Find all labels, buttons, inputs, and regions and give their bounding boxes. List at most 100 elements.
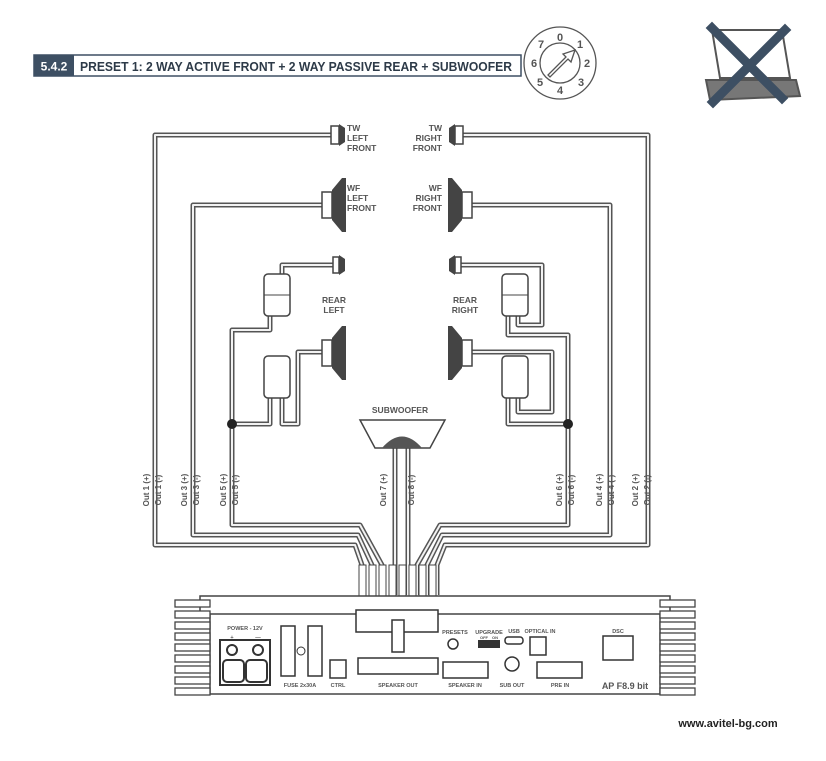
website-link[interactable]: www.avitel-bg.com — [677, 718, 777, 730]
crossover-rear-right-lower — [501, 355, 529, 399]
label-optical-in: OPTICAL IN — [524, 629, 555, 635]
wire-ferrule — [418, 564, 427, 598]
label-sub-out: SUB OUT — [500, 683, 525, 689]
heatsink-fin — [174, 621, 211, 630]
power-terminal — [219, 639, 271, 686]
fuse-holders — [280, 625, 323, 677]
speaker-out-connector — [355, 609, 439, 675]
optical-in-port[interactable] — [529, 636, 547, 656]
label-rear: REAR — [453, 295, 477, 305]
tweeter-left-front — [330, 124, 345, 146]
label-front: FRONT — [413, 203, 443, 213]
ctrl-connector — [329, 659, 347, 679]
wire-ferrule — [398, 564, 407, 598]
label-usb: USB — [508, 629, 520, 635]
speaker-wire — [232, 398, 273, 427]
preset-dial-icon: 0 1 2 3 4 5 6 7 — [523, 26, 597, 100]
label-presets: PRESETS — [442, 630, 468, 636]
label-ctrl: CTRL — [331, 683, 346, 689]
heatsink-fin — [174, 599, 211, 608]
wire-ferrule — [428, 564, 437, 598]
wire-ferrule — [358, 564, 367, 598]
junction-left — [227, 419, 237, 429]
sub-out-rca[interactable] — [504, 656, 520, 672]
heatsink-fin — [659, 676, 696, 685]
dial-number: 5 — [537, 77, 543, 89]
dial-number: 1 — [577, 39, 583, 51]
crossover-rear-left-upper — [263, 273, 291, 317]
pre-in-connector — [536, 661, 583, 679]
heatsink-fin — [174, 610, 211, 619]
dsc-port[interactable] — [602, 635, 634, 661]
wire-ferrule — [368, 564, 377, 598]
output-label: Out 5 (-) — [231, 474, 240, 505]
presets-knob[interactable] — [447, 638, 459, 650]
laptop-crossed-icon — [704, 21, 802, 109]
label-upgrade: UPGRADE — [475, 630, 503, 636]
heatsink-fin — [659, 665, 696, 674]
section-header: 5.4.2 PRESET 1: 2 WAY ACTIVE FRONT + 2 W… — [33, 54, 522, 77]
output-label: Out 3 (-) — [192, 474, 201, 505]
label-power: POWER - 12V — [227, 626, 263, 632]
wires — [152, 132, 651, 598]
speaker-wire — [232, 398, 271, 425]
heatsink-fin — [174, 687, 211, 696]
label-minus: — — [255, 635, 261, 641]
label-wf: WF — [347, 183, 360, 193]
amplifier: POWER - 12V + — FUSE 2x30A CTRL SPEAKER … — [174, 595, 696, 696]
crossover-rear-right-upper — [501, 273, 529, 317]
label-right: RIGHT — [416, 133, 443, 143]
wire-ferrule — [388, 564, 397, 598]
output-label: Out 2 (+) — [631, 473, 640, 506]
usb-port[interactable] — [504, 636, 524, 645]
speaker-wire — [472, 351, 553, 413]
dial-number: 2 — [584, 58, 590, 70]
label-tw: TW — [347, 123, 361, 133]
label-right: RIGHT — [452, 305, 479, 315]
tweeter-right-front — [449, 124, 464, 146]
page-title: PRESET 1: 2 WAY ACTIVE FRONT + 2 WAY PAS… — [80, 60, 512, 74]
output-label: Out 6 (+) — [555, 473, 564, 506]
heatsink-fin — [659, 687, 696, 696]
heatsink-fin — [659, 632, 696, 641]
label-front: FRONT — [347, 203, 377, 213]
crossover-rear-left-lower — [263, 355, 291, 399]
label-left: LEFT — [347, 193, 369, 203]
output-label: Out 8 (-) — [407, 474, 416, 505]
upgrade-switch[interactable] — [478, 640, 500, 648]
heatsink-fin — [659, 654, 696, 663]
dial-number: 3 — [578, 77, 584, 89]
heatsink-fin — [659, 599, 696, 608]
label-fuse: FUSE 2x30A — [284, 683, 316, 689]
label-front: FRONT — [413, 143, 443, 153]
section-number: 5.4.2 — [41, 60, 68, 74]
output-label: Out 1 (+) — [142, 473, 151, 506]
speaker-wire — [436, 134, 649, 595]
label-left: LEFT — [323, 305, 345, 315]
heatsink-fin — [174, 643, 211, 652]
speaker-wire — [426, 204, 611, 595]
amplifier-model: AP F8.9 bit — [602, 681, 648, 691]
label-on: ON — [492, 635, 498, 640]
speaker-wire — [281, 351, 322, 425]
output-label: Out 3 (+) — [180, 473, 189, 506]
output-label: Out 5 (+) — [219, 473, 228, 506]
speaker-wire — [507, 398, 568, 425]
dial-number: 6 — [531, 58, 537, 70]
heatsink-fin — [174, 654, 211, 663]
label-speaker-in: SPEAKER IN — [448, 683, 482, 689]
heatsink-fin — [659, 621, 696, 630]
speaker-wire — [461, 264, 543, 326]
label-tw: TW — [429, 123, 443, 133]
tweeter-rear-left — [332, 255, 345, 275]
label-speaker-out: SPEAKER OUT — [378, 683, 418, 689]
output-label: Out 4 (+) — [595, 473, 604, 506]
output-label: Out 7 (+) — [379, 473, 388, 506]
output-label: Out 2 (-) — [643, 474, 652, 505]
label-subwoofer: SUBWOOFER — [372, 405, 428, 415]
wire-ferrule — [408, 564, 417, 598]
label-off: OFF — [480, 635, 489, 640]
speaker-wire — [414, 424, 571, 595]
speaker-in-connector — [442, 661, 489, 679]
speaker-wire — [507, 316, 569, 424]
